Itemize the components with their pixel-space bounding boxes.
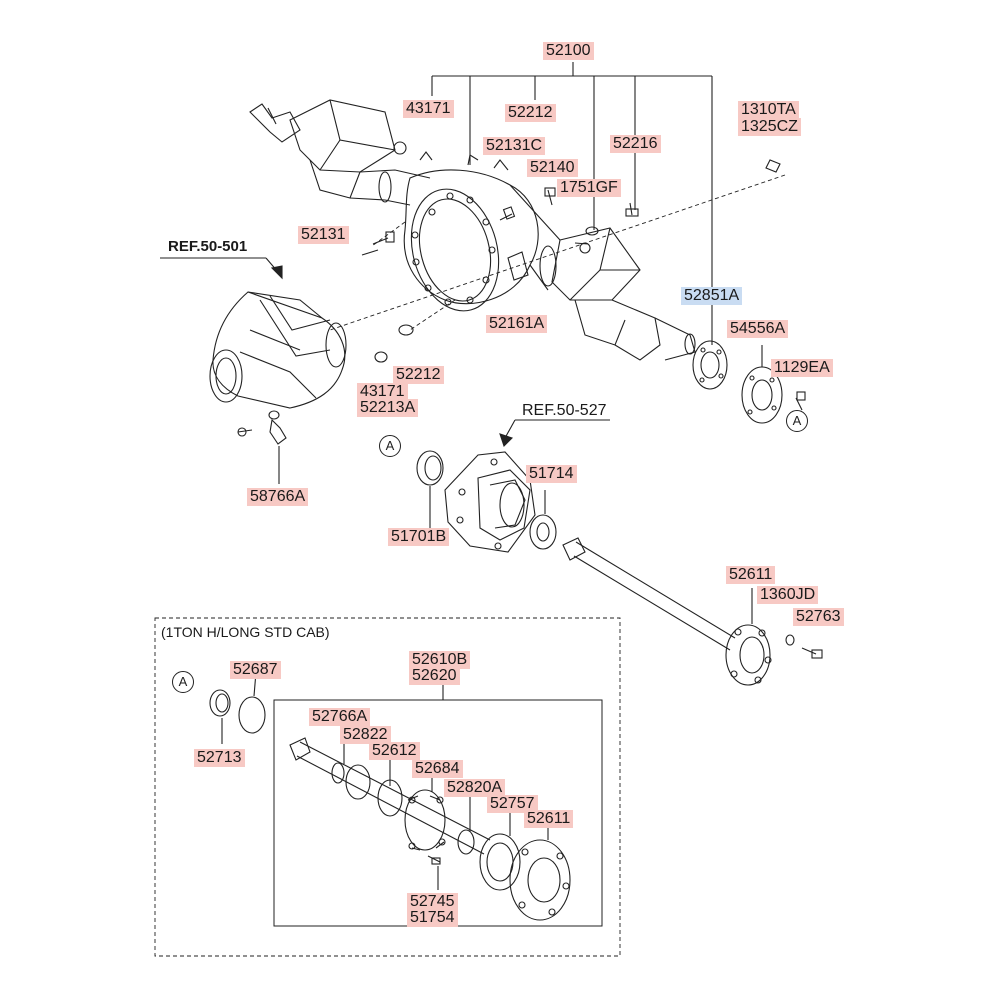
part-1129EA[interactable]: 1129EA bbox=[771, 359, 833, 377]
hub-housing bbox=[444, 451, 557, 553]
axle-housing bbox=[249, 99, 696, 361]
part-52822[interactable]: 52822 bbox=[340, 726, 391, 744]
leader-bracket-52100 bbox=[431, 62, 713, 345]
part-52820A[interactable]: 52820A bbox=[444, 779, 506, 797]
plate-54556A bbox=[741, 345, 806, 424]
inner-shaft-assembly bbox=[289, 736, 571, 921]
part-52684[interactable]: 52684 bbox=[412, 760, 463, 778]
bracket-58766A bbox=[237, 410, 287, 484]
gasket-52851A bbox=[692, 340, 728, 390]
part-52131[interactable]: 52131 bbox=[298, 226, 349, 244]
seal-52713-oring-52687 bbox=[209, 671, 266, 744]
part-52757[interactable]: 52757 bbox=[487, 795, 538, 813]
part-52161A[interactable]: 52161A bbox=[486, 315, 548, 333]
part-43171-top[interactable]: 43171 bbox=[403, 100, 454, 118]
part-1325CZ[interactable]: 1325CZ bbox=[738, 118, 801, 136]
part-52611-shaft[interactable]: 52611 bbox=[726, 566, 776, 584]
marker-a-circle: A bbox=[379, 435, 401, 457]
part-52713[interactable]: 52713 bbox=[194, 749, 245, 767]
part-52745[interactable]: 52745 bbox=[407, 893, 458, 911]
part-51714[interactable]: 51714 bbox=[526, 465, 577, 483]
reference-50-527[interactable]: REF.50-527 bbox=[522, 402, 607, 419]
part-52140[interactable]: 52140 bbox=[527, 159, 578, 177]
variant-box-caption: (1TON H/LONG STD CAB) bbox=[161, 624, 330, 640]
part-52612[interactable]: 52612 bbox=[369, 742, 420, 760]
part-52687[interactable]: 52687 bbox=[230, 661, 281, 679]
ref-50-527-pointer bbox=[499, 419, 610, 448]
housing-fasteners bbox=[361, 159, 781, 363]
part-1751GF[interactable]: 1751GF bbox=[557, 179, 621, 197]
part-54556A[interactable]: 54556A bbox=[727, 320, 789, 338]
part-43171-mid[interactable]: 43171 bbox=[357, 383, 408, 401]
part-52216[interactable]: 52216 bbox=[610, 135, 661, 153]
differential-carrier bbox=[209, 291, 347, 409]
part-52212-top[interactable]: 52212 bbox=[505, 104, 556, 122]
part-1360JD[interactable]: 1360JD bbox=[757, 586, 819, 604]
oil-seal-51701B bbox=[416, 450, 444, 532]
part-52851A[interactable]: 52851A bbox=[681, 287, 743, 305]
part-52610B[interactable]: 52610B bbox=[409, 651, 471, 669]
ref-50-501-pointer bbox=[160, 257, 283, 280]
part-51754[interactable]: 51754 bbox=[407, 909, 458, 927]
part-52611-inner[interactable]: 52611 bbox=[524, 810, 574, 828]
reference-50-501[interactable]: REF.50-501 bbox=[168, 238, 248, 255]
part-52131C[interactable]: 52131C bbox=[483, 137, 546, 155]
part-58766A[interactable]: 58766A bbox=[247, 488, 309, 506]
assembly-dashed-lines bbox=[329, 174, 786, 331]
part-52212-mid[interactable]: 52212 bbox=[393, 366, 444, 384]
part-1310TA[interactable]: 1310TA bbox=[738, 101, 799, 119]
part-52100[interactable]: 52100 bbox=[543, 42, 594, 60]
variant-box-frame bbox=[154, 617, 621, 957]
marker-a-circle: A bbox=[172, 671, 194, 693]
axle-shaft-52611 bbox=[562, 537, 823, 686]
part-52620[interactable]: 52620 bbox=[409, 667, 460, 685]
part-52766A[interactable]: 52766A bbox=[309, 708, 371, 726]
part-51701B[interactable]: 51701B bbox=[388, 528, 450, 546]
marker-a-circle: A bbox=[786, 410, 808, 432]
part-52763[interactable]: 52763 bbox=[793, 608, 844, 626]
part-52213A[interactable]: 52213A bbox=[357, 399, 419, 417]
